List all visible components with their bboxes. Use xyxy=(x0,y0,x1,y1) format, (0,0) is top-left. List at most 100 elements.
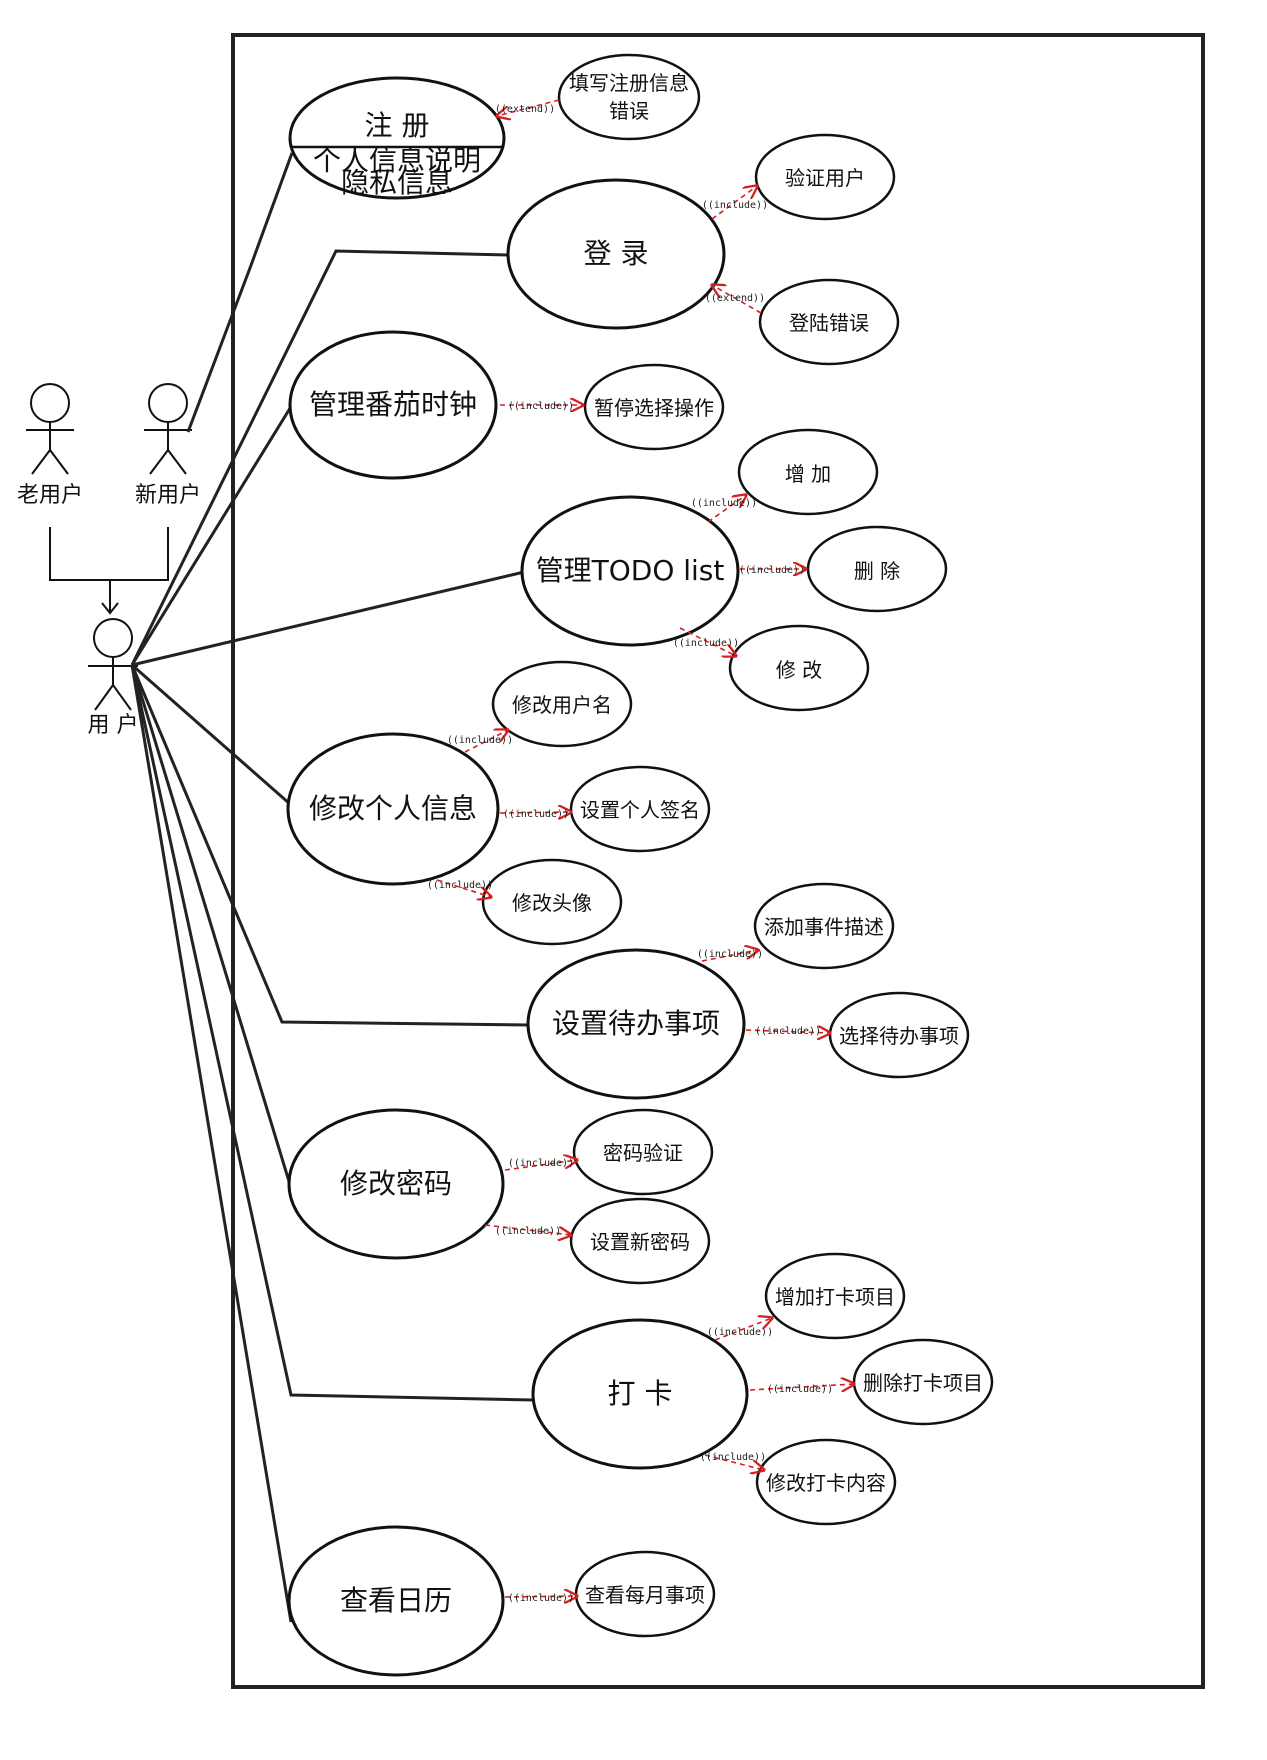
schedule-label: 设置待办事项 xyxy=(552,1007,720,1040)
sub-todo-add: 增 加 xyxy=(737,428,879,516)
sub-password-verify: 密码验证 xyxy=(572,1108,714,1196)
stereo-login-error: ((extend)) xyxy=(705,293,765,304)
stereo-password-verify: ((include)) xyxy=(508,1158,574,1169)
register-title: 注 册 xyxy=(365,109,430,142)
rel-set-signature xyxy=(499,812,571,813)
todo-add-label: 增 加 xyxy=(785,462,831,486)
use-case-schedule: 设置待办事项 xyxy=(526,948,746,1100)
sub-cases: 填写注册信息 错误 验证用户 登陆错误 暂停选择操作 增 加 删 除 修 改 xyxy=(481,53,994,1638)
use-case-profile: 修改个人信息 xyxy=(286,732,500,886)
actor-label-new-user: 新用户 xyxy=(135,483,201,508)
use-case-todo: 管理TODO list xyxy=(520,495,740,647)
assoc-schedule xyxy=(130,664,531,1027)
actor-user xyxy=(88,618,138,711)
stereo-todo-add: ((include)) xyxy=(691,498,757,509)
use-case-pomodoro: 管理番茄时钟 xyxy=(288,330,498,480)
edit-avatar-label: 修改头像 xyxy=(512,891,592,915)
stereo-set-signature: ((include)) xyxy=(503,809,569,820)
rel-add-checkin xyxy=(714,1318,772,1341)
assoc-pomodoro xyxy=(130,404,294,666)
sub-register-error: 填写注册信息 错误 xyxy=(557,53,701,141)
stereo-register-error: ((extend)) xyxy=(495,104,555,115)
stereotype-labels: ((extend)) ((include)) ((extend)) ((incl… xyxy=(427,104,833,1604)
stereo-add-checkin: ((include)) xyxy=(707,1327,773,1338)
sub-set-signature: 设置个人签名 xyxy=(569,765,711,853)
register-detail-2: 隐私信息 xyxy=(341,166,453,199)
rel-login-error xyxy=(712,285,762,314)
use-case-checkin: 打 卡 xyxy=(531,1318,749,1470)
sub-monthly-events: 查看每月事项 xyxy=(574,1550,716,1638)
rel-verify-user xyxy=(711,186,757,220)
stereo-verify-user: ((include)) xyxy=(702,200,768,211)
pause-label: 暂停选择操作 xyxy=(594,396,714,420)
stereo-todo-edit: ((include)) xyxy=(673,638,739,649)
use-case-calendar: 查看日历 xyxy=(287,1525,505,1677)
register-detail-1: 个人信息说明 xyxy=(313,144,481,177)
rel-monthly-events xyxy=(504,1596,577,1597)
stereo-add-description: ((include)) xyxy=(697,949,763,960)
sub-todo-edit: 修 改 xyxy=(728,624,870,712)
stereo-todo-delete: ((include)) xyxy=(739,565,805,576)
use-case-password: 修改密码 xyxy=(287,1108,505,1260)
actor-label-old-user: 老用户 xyxy=(17,483,83,508)
todo-label: 管理TODO list xyxy=(536,554,725,587)
assoc-register xyxy=(186,152,294,433)
pomodoro-label: 管理番茄时钟 xyxy=(309,388,477,421)
sub-edit-username: 修改用户名 xyxy=(491,660,633,748)
rel-edit-username xyxy=(464,730,508,753)
use-case-login: 登 录 xyxy=(506,178,726,330)
checkin-label: 打 卡 xyxy=(608,1377,673,1410)
register-error-line-2: 错误 xyxy=(609,99,649,123)
verify-user-label: 验证用户 xyxy=(785,166,865,190)
sub-set-new-password: 设置新密码 xyxy=(569,1197,711,1285)
stereo-set-new-password: ((include)) xyxy=(495,1226,561,1237)
assoc-calendar xyxy=(130,664,293,1623)
rel-set-new-password xyxy=(484,1224,571,1235)
set-signature-label: 设置个人签名 xyxy=(580,798,700,822)
generalization-line xyxy=(49,527,169,581)
stereo-pause: ((include)) xyxy=(508,401,574,412)
select-todo-label: 选择待办事项 xyxy=(839,1024,959,1048)
calendar-label: 查看日历 xyxy=(340,1584,452,1617)
set-new-password-label: 设置新密码 xyxy=(590,1230,690,1254)
actor-new-user xyxy=(144,383,192,475)
monthly-events-label: 查看每月事项 xyxy=(585,1583,705,1607)
edit-checkin-label: 修改打卡内容 xyxy=(766,1471,886,1495)
sub-edit-checkin: 修改打卡内容 xyxy=(755,1438,897,1526)
edit-username-label: 修改用户名 xyxy=(512,693,612,717)
sub-delete-checkin: 删除打卡项目 xyxy=(852,1338,994,1426)
password-verify-label: 密码验证 xyxy=(603,1141,683,1165)
actor-old-user xyxy=(26,383,74,475)
stereo-edit-username: ((include)) xyxy=(447,735,513,746)
todo-edit-label: 修 改 xyxy=(776,658,822,682)
stereo-select-todo: ((include)) xyxy=(755,1026,821,1037)
add-checkin-label: 增加打卡项目 xyxy=(775,1285,895,1309)
rel-todo-add xyxy=(707,495,746,523)
login-error-label: 登陆错误 xyxy=(789,311,869,335)
rel-todo-edit xyxy=(679,627,736,656)
sub-verify-user: 验证用户 xyxy=(754,133,896,221)
rel-register-error xyxy=(497,99,560,116)
stereo-edit-checkin: ((include)) xyxy=(700,1452,766,1463)
sub-pause: 暂停选择操作 xyxy=(583,363,725,451)
assoc-checkin xyxy=(130,664,534,1402)
rel-edit-avatar xyxy=(436,879,491,897)
relations xyxy=(436,99,854,1597)
login-label: 登 录 xyxy=(584,237,649,270)
profile-label: 修改个人信息 xyxy=(309,792,477,825)
sub-edit-avatar: 修改头像 xyxy=(481,858,623,946)
assoc-todo xyxy=(131,570,525,667)
rel-password-verify xyxy=(504,1160,577,1171)
sub-add-description: 添加事件描述 xyxy=(753,882,895,970)
password-label: 修改密码 xyxy=(340,1167,452,1200)
use-case-register: 注 册 个人信息说明 隐私信息 xyxy=(288,76,506,200)
assoc-password xyxy=(130,664,293,1189)
register-error-line-1: 填写注册信息 xyxy=(569,71,689,95)
rel-edit-checkin xyxy=(704,1454,764,1470)
add-description-label: 添加事件描述 xyxy=(764,915,884,939)
assoc-login xyxy=(130,249,509,666)
sub-add-checkin: 增加打卡项目 xyxy=(764,1252,906,1340)
sub-todo-delete: 删 除 xyxy=(806,525,948,613)
assoc-profile xyxy=(131,663,291,806)
